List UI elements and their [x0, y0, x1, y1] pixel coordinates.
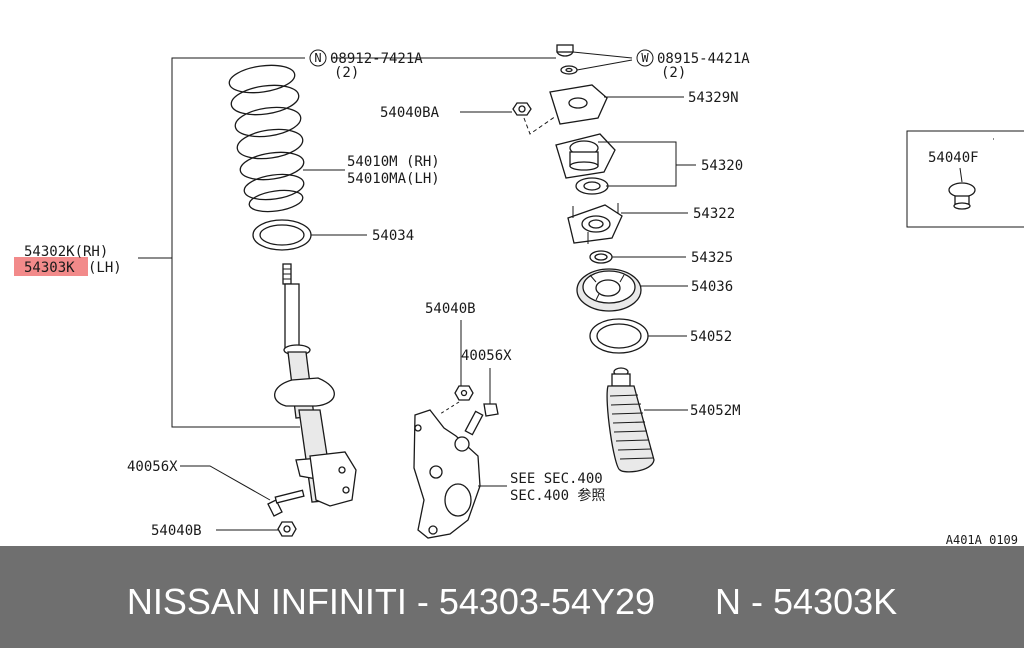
label-n-bolt-qty: (2) [334, 65, 359, 81]
label-nut-low[interactable]: 54040B [151, 523, 202, 539]
strut-bracket [138, 57, 305, 428]
mounting-plate [549, 84, 608, 125]
strut-body [274, 263, 357, 507]
label-washer-54325[interactable]: 54325 [691, 250, 733, 266]
diagram-code: A401A 0109 [946, 533, 1018, 546]
label-n-bolt[interactable]: 08912-7421A [330, 51, 423, 67]
middle-nut [454, 385, 474, 401]
exploded-strut-diagram: N W 08912-7421A (2) 08915-4421A (2) 5404… [14, 44, 1024, 546]
label-nut-mid[interactable]: 54040B [425, 301, 476, 317]
label-strut-lh-suffix: (LH) [88, 260, 122, 276]
strut-mount-54322 [567, 203, 623, 244]
n-circle-letter: N [314, 51, 321, 65]
spring-seat-54036 [576, 268, 642, 312]
coil-spring [228, 64, 305, 213]
label-nut-top[interactable]: 54040BA [380, 105, 440, 121]
steering-knuckle [413, 409, 481, 539]
washer-54325 [589, 250, 613, 264]
strut-mount-upper [555, 133, 616, 179]
spring-insulator [252, 219, 312, 251]
w-circle-icon [636, 49, 654, 67]
label-w-washer-qty: (2) [661, 65, 686, 81]
label-rubber-seat[interactable]: 54052 [690, 329, 732, 345]
label-spring-lh[interactable]: 54010MA(LH) [347, 171, 440, 187]
rubber-seat-54052 [589, 318, 649, 354]
label-see-sec-2: SEC.400 参照 [510, 487, 605, 504]
footer-banner: NISSAN INFINITI - 54303-54Y29 N - 54303K [0, 546, 1024, 648]
label-see-sec-1[interactable]: SEE SEC.400 [510, 471, 603, 487]
label-strut-lh[interactable]: 54303K [24, 260, 75, 276]
label-bumper[interactable]: 54052M [690, 403, 741, 419]
inset-box [906, 130, 1024, 228]
n-circle-icon [309, 49, 327, 67]
label-mount[interactable]: 54322 [693, 206, 735, 222]
label-plate[interactable]: 54329N [688, 90, 739, 106]
label-w-washer[interactable]: 08915-4421A [657, 51, 750, 67]
strut-bearing [575, 177, 609, 195]
w-circle-letter: W [641, 51, 649, 65]
footer-part-title: NISSAN INFINITI - 54303-54Y29 N - 54303K [126, 581, 898, 622]
label-bolt-mid[interactable]: 40056X [461, 348, 512, 364]
selected-part-highlight [14, 257, 88, 276]
label-bolt-low[interactable]: 40056X [127, 459, 178, 475]
label-insulator[interactable]: 54034 [372, 228, 414, 244]
label-mount-group[interactable]: 54320 [701, 158, 743, 174]
clip-54040F [948, 182, 976, 210]
label-seat[interactable]: 54036 [691, 279, 733, 295]
middle-bolt [464, 403, 499, 436]
label-strut-rh[interactable]: 54302K(RH) [24, 244, 108, 260]
top-nut [512, 102, 532, 116]
label-spring-rh[interactable]: 54010M (RH) [347, 154, 440, 170]
dust-boot-54052M [606, 367, 655, 473]
label-inset-part[interactable]: 54040F [928, 150, 979, 166]
top-cap-washer [556, 44, 578, 75]
lower-bolt [267, 489, 305, 517]
lower-nut [277, 521, 297, 537]
